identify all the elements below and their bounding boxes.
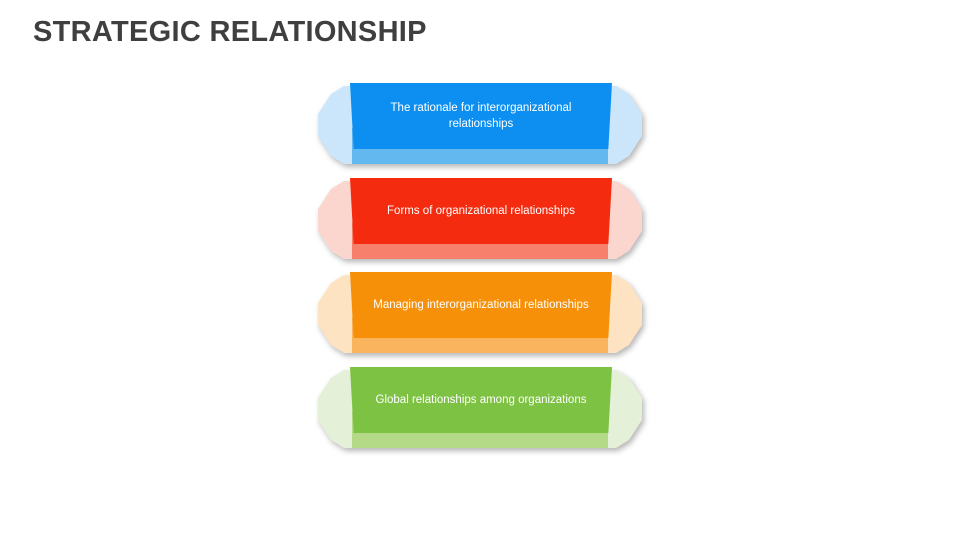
bar-4-label: Global relationships among organizations <box>375 394 587 406</box>
bar-3-label: Managing interorganizational relationshi… <box>373 299 589 311</box>
process-bar-2[interactable]: Forms of organizational relationships <box>318 178 642 259</box>
bar-3-face[interactable]: Managing interorganizational relationshi… <box>350 272 612 338</box>
bar-2-face[interactable]: Forms of organizational relationships <box>350 178 612 244</box>
page-title: STRATEGIC RELATIONSHIP <box>33 16 427 48</box>
bar-1-label: The rationale for interorganizational re… <box>390 102 572 130</box>
bar-2-label: Forms of organizational relationships <box>387 205 575 217</box>
process-bar-1[interactable]: The rationale for interorganizational re… <box>318 83 642 164</box>
bar-4-face[interactable]: Global relationships among organizations <box>350 367 612 433</box>
process-bar-3[interactable]: Managing interorganizational relationshi… <box>318 272 642 353</box>
bar-1-face[interactable]: The rationale for interorganizational re… <box>350 83 612 149</box>
process-bar-4[interactable]: Global relationships among organizations <box>318 367 642 448</box>
